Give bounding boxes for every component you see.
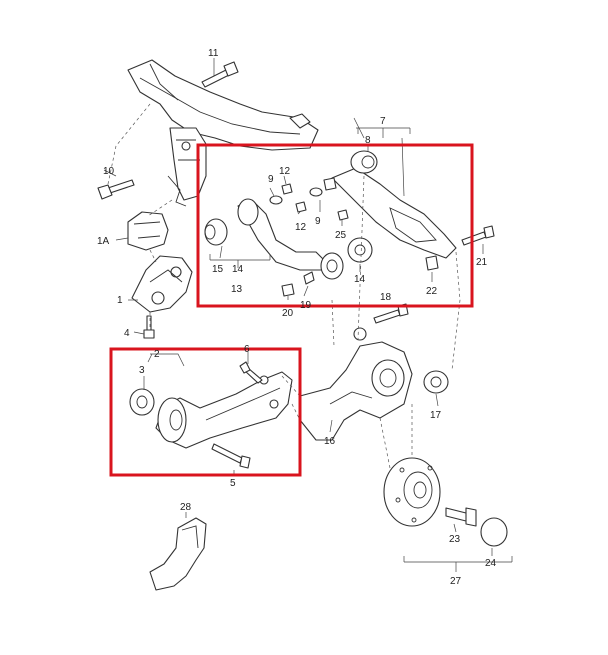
label-20: 20	[282, 308, 294, 319]
assembly-lines	[107, 103, 461, 469]
label-14: 14	[232, 264, 244, 275]
label-1a: 1A	[97, 236, 110, 247]
label-12-mid: 12	[295, 222, 307, 233]
bolts-6-5	[211, 361, 263, 469]
bolt-4	[143, 315, 155, 339]
hardware-small	[269, 177, 495, 297]
leader-lines	[103, 58, 513, 572]
label-9-mid: 9	[315, 216, 321, 227]
label-15: 15	[212, 264, 224, 275]
label-7: 7	[380, 116, 386, 127]
label-2: 2	[154, 349, 160, 360]
upper-link-13	[204, 198, 344, 280]
bolt-11	[201, 61, 239, 88]
mount-1a	[127, 211, 169, 251]
label-28: 28	[180, 502, 192, 513]
wheel-carrier-16	[299, 303, 449, 441]
label-22: 22	[426, 286, 438, 297]
label-6: 6	[244, 344, 250, 355]
highlight-box-trailing-arm	[109, 347, 302, 477]
label-9-top: 9	[268, 174, 274, 185]
label-3: 3	[139, 365, 145, 376]
control-arm-7	[331, 150, 457, 263]
label-24: 24	[485, 558, 497, 569]
label-11: 11	[208, 48, 219, 59]
label-17: 17	[430, 410, 442, 421]
bolt-10	[97, 179, 135, 200]
label-25: 25	[335, 230, 347, 241]
label-19: 19	[300, 300, 312, 311]
clip-28	[149, 517, 207, 591]
label-13: 13	[231, 284, 243, 295]
label-5: 5	[230, 478, 236, 489]
label-14-b: 14	[354, 274, 366, 285]
label-23: 23	[449, 534, 461, 545]
label-21: 21	[476, 257, 488, 268]
highlight-boxes	[109, 143, 474, 477]
label-27: 27	[450, 576, 462, 587]
part-labels: 11 7 8 10 9 12 12 9 25 21 1A 15 14 13 4 …	[97, 48, 497, 587]
label-18: 18	[380, 292, 392, 303]
label-4: 4	[124, 328, 130, 339]
bracket-1	[131, 255, 193, 313]
highlight-box-upper-link	[196, 143, 474, 308]
label-10: 10	[103, 166, 115, 177]
label-16: 16	[324, 436, 336, 447]
trailing-arm-2	[129, 371, 293, 449]
wheel-hub-27	[383, 457, 508, 547]
label-1: 1	[117, 295, 123, 306]
label-12-top: 12	[279, 166, 291, 177]
label-8: 8	[365, 135, 371, 146]
